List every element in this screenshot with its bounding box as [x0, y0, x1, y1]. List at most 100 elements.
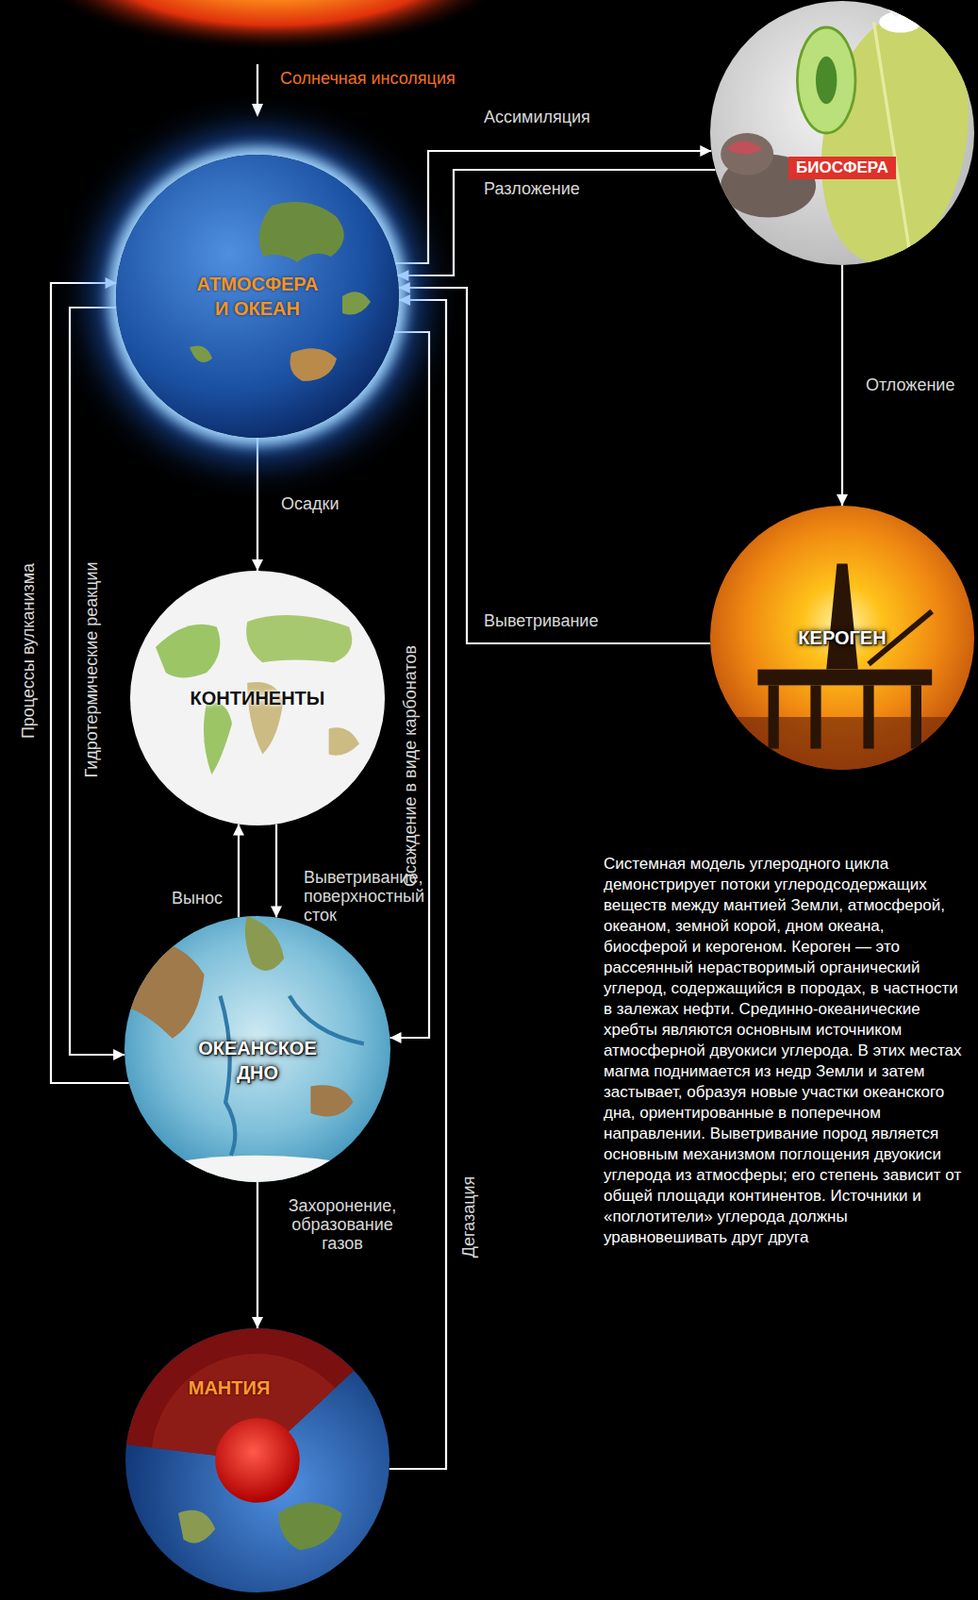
cell-nucleus [815, 56, 837, 104]
insolation-arrow [256, 64, 259, 106]
flow-line [237, 824, 240, 918]
arrowhead [251, 1316, 264, 1328]
land-mass [259, 201, 345, 263]
ocean-disc [124, 915, 391, 1182]
arrowhead [232, 824, 245, 836]
land-mass [124, 940, 205, 1039]
land-mass [290, 348, 338, 382]
sun-glow [28, 0, 519, 52]
node-label: МАНТИЯ [188, 1375, 271, 1400]
atmosphere-ocean-globe: АТМОСФЕРА И ОКЕАН [116, 154, 399, 438]
leaf-vein [874, 21, 912, 260]
flow-connector [251, 1181, 264, 1328]
rig-leg [911, 684, 922, 748]
insolation-arrowhead [251, 103, 264, 117]
flow-label: Вынос [171, 888, 223, 908]
continents-circle: КОНТИНЕНТЫ [130, 570, 385, 826]
derrick [826, 563, 859, 670]
flow-line [395, 150, 712, 264]
arrowhead [251, 559, 264, 571]
flow-label: Ассимиляция [483, 107, 591, 127]
flow-connector [836, 265, 848, 506]
land-mass [203, 702, 233, 776]
rig-leg [810, 684, 821, 748]
sea-floor-picture [124, 915, 365, 1182]
biosphere-picture [720, 0, 978, 276]
ocean-ridge [289, 995, 365, 1045]
ice-shelf [150, 1155, 365, 1182]
atmosphere-globe-art [116, 154, 399, 438]
node-label: КОНТИНЕНТЫ [190, 685, 326, 711]
sunset-disc [710, 505, 975, 770]
flow-connector [389, 331, 430, 1044]
flow-label: Захоронение, образование газов [281, 1195, 404, 1253]
land-mass [329, 727, 360, 755]
ocean-ridge [220, 995, 236, 1156]
arrowhead [836, 494, 848, 506]
flow-label: Осадки [281, 494, 339, 514]
biosphere-art [710, 0, 975, 266]
sea [710, 716, 975, 770]
plant-cell [796, 27, 856, 133]
flow-label: Дегазация [459, 1176, 479, 1259]
land-mass [189, 346, 213, 364]
flow-line [256, 1181, 259, 1328]
land-mass [278, 1502, 342, 1550]
node-label: БИОСФЕРА [788, 156, 896, 180]
flow-label: Отложение [865, 375, 955, 395]
arrowhead [397, 269, 409, 282]
hippo-mouth [726, 140, 763, 154]
arrowhead [270, 905, 282, 917]
rig-leg [862, 684, 874, 748]
biosphere-circle: БИОСФЕРА [710, 0, 975, 266]
flow-connector [251, 437, 264, 571]
arrowhead [398, 281, 411, 294]
land-mass [155, 624, 220, 679]
node-label: АТМОСФЕРА И ОКЕАН [191, 271, 324, 321]
insolation-label: Солнечная инсоляция [280, 67, 456, 89]
node-label: КЕРОГЕН [797, 625, 886, 650]
mantle-globe: МАНТИЯ [125, 1327, 390, 1592]
hippo-head [720, 132, 774, 176]
dove-wing [874, 0, 912, 17]
arrowhead [389, 1031, 401, 1044]
mantle-art [125, 1327, 390, 1592]
flow-label: Осаждение в виде карбонатов [400, 645, 420, 887]
arrowhead [699, 145, 712, 157]
flow-connector [270, 824, 282, 918]
flow-label: Гидротермические реакции [81, 561, 100, 778]
flow-connector [50, 277, 130, 1083]
flow-line [397, 169, 715, 276]
arrowhead [113, 1048, 125, 1061]
kerogen-circle: КЕРОГЕН [710, 505, 975, 770]
land-mass [246, 614, 352, 663]
oil-rig-picture [710, 563, 975, 770]
flow-connector [232, 824, 245, 918]
arrowhead [105, 277, 117, 289]
flow-line [275, 824, 278, 918]
globe-disc [116, 154, 399, 438]
flow-line [256, 437, 259, 571]
ocean-floor-circle: ОКЕАНСКОЕ ДНО [124, 915, 391, 1182]
flow-label: Процессы вулканизма [18, 563, 38, 739]
rig-leg [768, 684, 780, 748]
continents-disc [130, 570, 385, 826]
earth-core [215, 1417, 300, 1503]
flow-connector [69, 307, 125, 1061]
flow-line [389, 331, 430, 1038]
flow-line [69, 307, 125, 1055]
platform [757, 669, 932, 686]
caption-text: Системная модель углеродного цикла демон… [603, 853, 967, 1248]
arrowhead [398, 294, 411, 306]
flow-line [50, 282, 130, 1083]
flow-line [841, 265, 844, 506]
flow-label: Выветривание [483, 611, 598, 630]
land-mass [245, 915, 284, 971]
flow-connector [395, 145, 712, 264]
flow-label: Разложение [483, 179, 581, 199]
node-label: ОКЕАНСКОЕ ДНО [186, 1035, 329, 1085]
flow-connector [397, 169, 715, 282]
land-mass [178, 1509, 216, 1543]
land-mass [342, 291, 371, 315]
globe-disc [125, 1327, 390, 1592]
